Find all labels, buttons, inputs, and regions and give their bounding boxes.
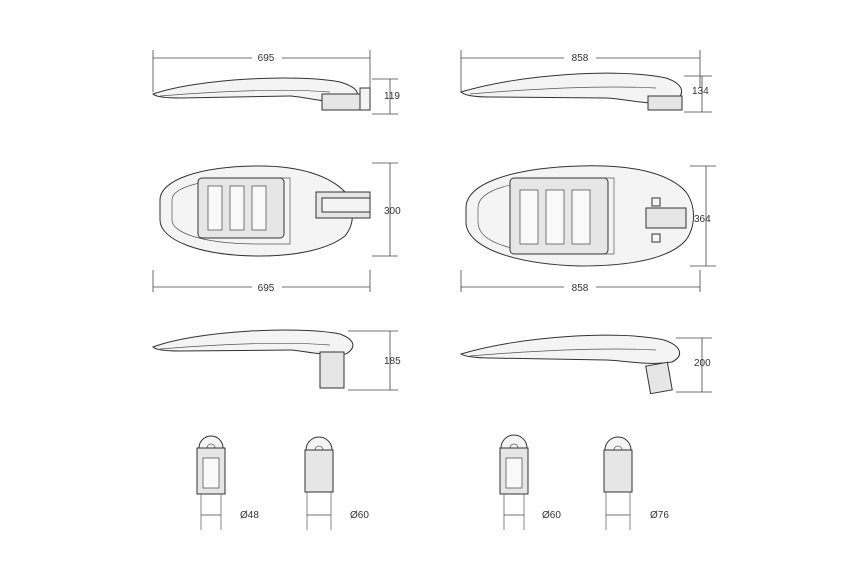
dim-small-top-height: 119 [384, 91, 400, 102]
small-plan-view: 300 695 [152, 162, 401, 294]
diameter-label-2: Ø60 [350, 510, 369, 521]
dim-large-side-height: 200 [694, 358, 711, 369]
large-adapter-76: Ø76 [603, 436, 669, 530]
large-side-view: 200 [459, 334, 712, 395]
diameter-label-1: Ø48 [240, 510, 259, 521]
diameter-label-3: Ø60 [542, 510, 561, 521]
large-plan-view: 364 858 [460, 165, 716, 294]
large-adapter-60: Ø60 [499, 434, 561, 530]
dim-large-plan-width: 858 [572, 283, 589, 294]
dim-small-plan-width: 695 [258, 283, 275, 294]
small-adapter-48: Ø48 [196, 435, 259, 530]
dim-large-top-width: 858 [572, 53, 589, 64]
large-elevation-view: 858 134 [460, 50, 712, 113]
dim-small-top-width: 695 [258, 53, 275, 64]
dim-small-plan-height: 300 [384, 206, 401, 217]
small-adapter-60: Ø60 [304, 436, 369, 530]
diameter-label-4: Ø76 [650, 510, 669, 521]
dim-small-side-height: 185 [384, 356, 401, 367]
small-elevation-view: 695 119 [152, 50, 400, 115]
small-side-view: 185 [152, 329, 401, 391]
dim-large-plan-height: 364 [694, 214, 711, 225]
dim-large-top-height: 134 [692, 86, 709, 97]
